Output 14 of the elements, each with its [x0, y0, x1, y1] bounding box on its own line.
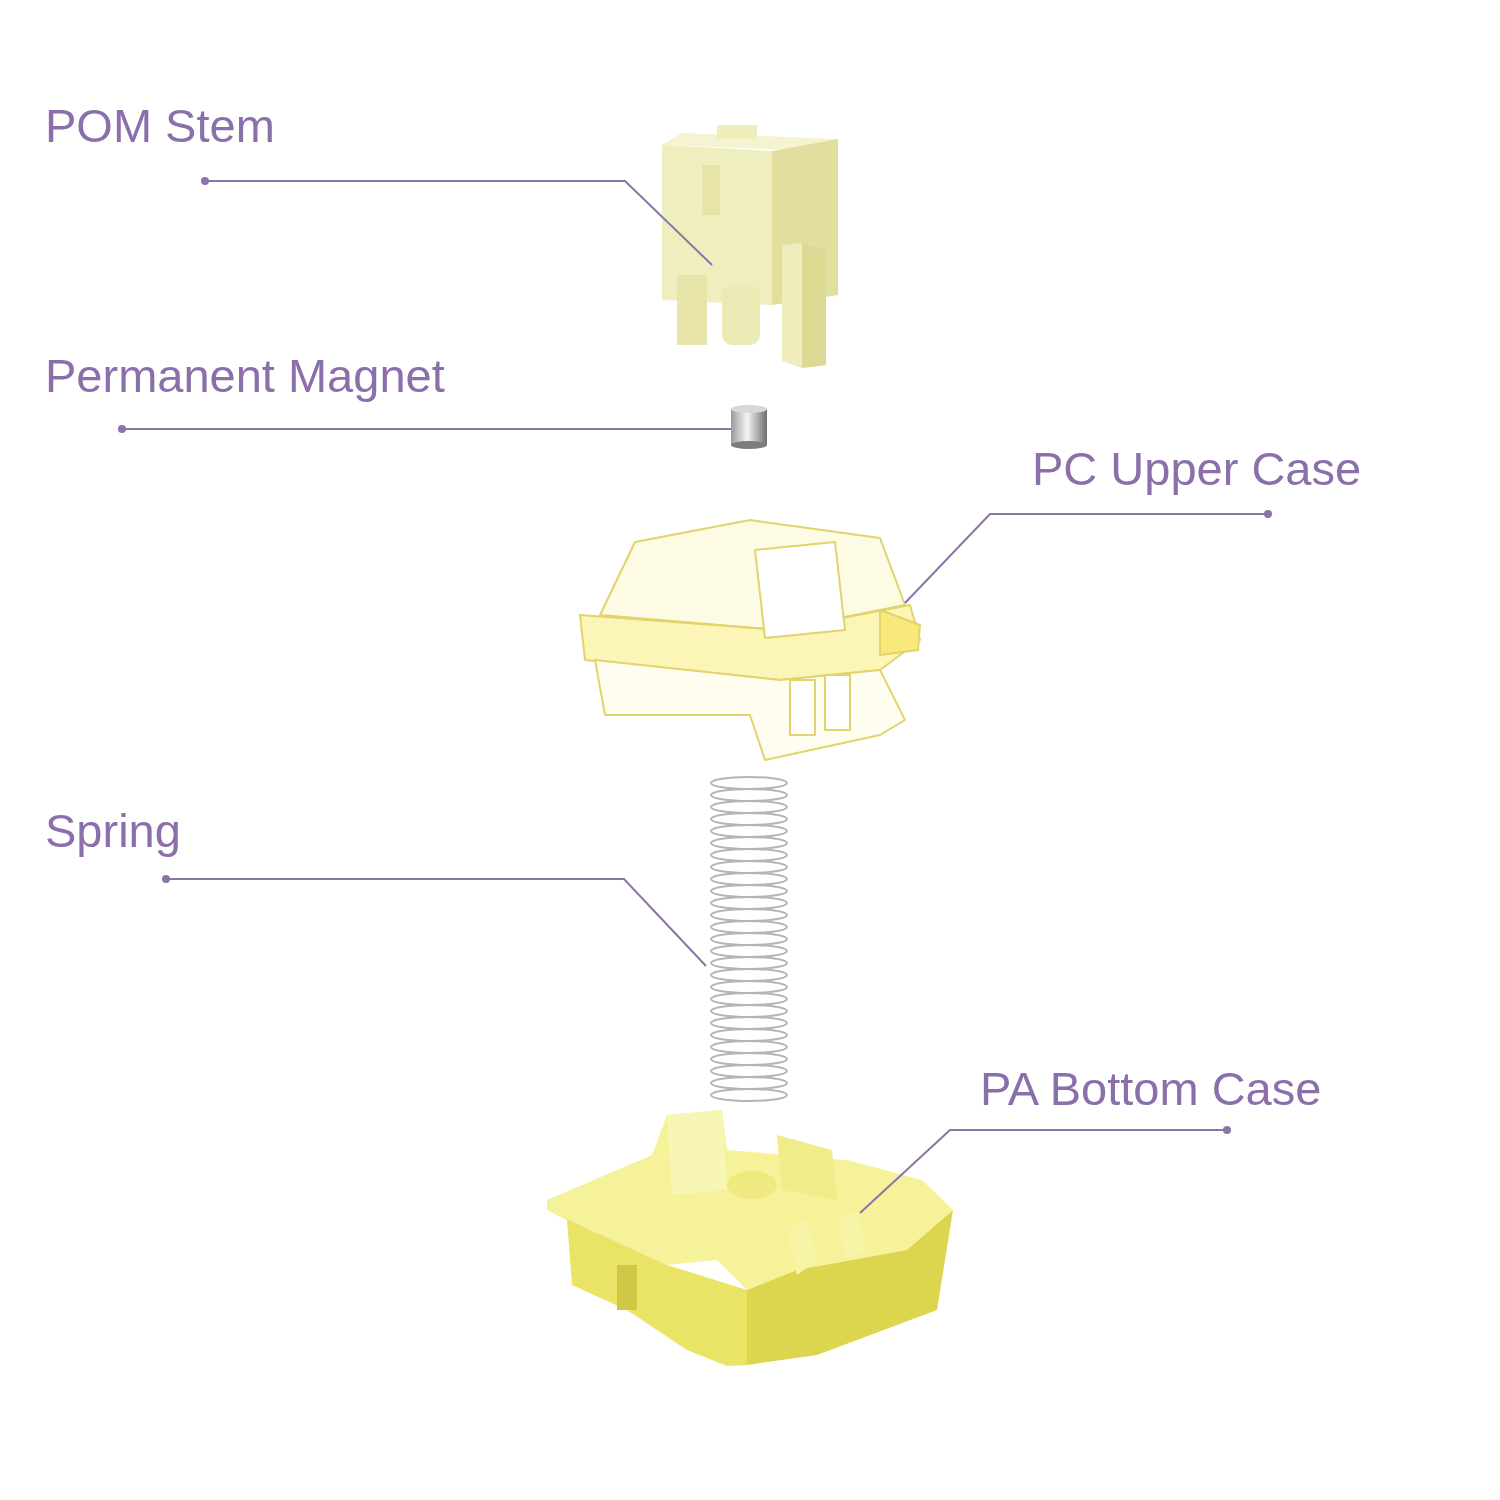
part-label: PA Bottom Case: [980, 1063, 1322, 1115]
leader-line: [904, 510, 1272, 604]
part-label: PC Upper Case: [1032, 443, 1362, 495]
leader-line: [118, 425, 732, 433]
leader-line: [201, 177, 713, 266]
part-label: POM Stem: [45, 100, 275, 152]
part-label: Permanent Magnet: [45, 350, 445, 402]
upper-case-drawing: [580, 520, 920, 762]
leader-line: [162, 875, 707, 967]
bottom-case-drawing: [547, 1110, 953, 1366]
magnet-drawing: [731, 405, 767, 449]
part-label: Spring: [45, 805, 181, 857]
leader-line: [859, 1126, 1231, 1214]
switch-stem-drawing: [662, 125, 838, 368]
